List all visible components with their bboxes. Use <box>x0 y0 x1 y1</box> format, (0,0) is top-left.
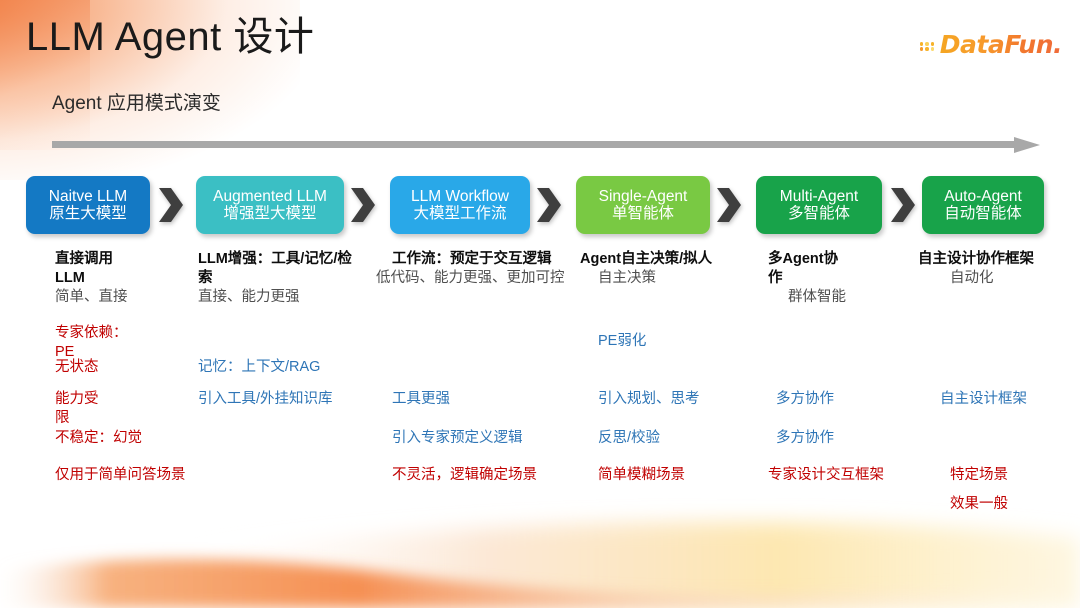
column-detail-line: 引入专家预定义逻辑 <box>392 430 523 446</box>
column-detail-line: 工具更强 <box>392 391 450 407</box>
column-subtitle: 直接、能力更强 <box>198 289 300 305</box>
stage-chip-label-en: LLM Workflow <box>411 187 509 205</box>
column-detail-line: 不稳定：幻觉 <box>55 430 142 446</box>
column-heading: 工作流：预定于交互逻辑 <box>392 251 552 267</box>
stage-chip-label-cn: 单智能体 <box>611 205 674 222</box>
column-heading: Agent自主决策/拟人 <box>580 251 713 267</box>
column-detail-line: 专家依赖： PE <box>55 325 128 360</box>
stage-chip-label-en: Auto-Agent <box>944 187 1022 205</box>
stage-chip-label-en: Multi-Agent <box>779 187 859 205</box>
column-heading: 自主设计协作框架 <box>918 251 1034 267</box>
brand-name: DataFun. <box>939 30 1063 59</box>
column-subtitle: 自动化 <box>950 270 994 286</box>
stage-detail-column-2: LLM增强：工具/记忆/检 索直接、能力更强记忆：上下文/RAG 引入工具/外挂知… <box>198 250 378 407</box>
column-detail-line: 多方协作 <box>776 391 834 407</box>
column-heading: LLM增强：工具/记忆/检 索 <box>198 251 352 286</box>
column-detail-line: PE弱化 <box>598 333 647 349</box>
stage-chip-label-en: Augmented LLM <box>213 187 327 205</box>
dots-icon <box>919 42 935 51</box>
stage-chip-label-en: Single-Agent <box>598 187 688 205</box>
stage-chip-label-cn: 增强型大模型 <box>223 205 317 222</box>
column-detail-line: 记忆：上下文/RAG <box>198 359 321 375</box>
column-detail-line: 仅用于简单问答场景 <box>55 467 186 483</box>
stage-detail-column-4: Agent自主决策/拟人自主决策 PE弱化引入规划、思考反思/校验简单模糊场景 <box>580 250 740 483</box>
chevron-right-icon <box>158 187 184 223</box>
column-subtitle: 群体智能 <box>788 289 846 305</box>
stage-detail-column-3: 工作流：预定于交互逻辑低代码、能力更强、更加可控工具更强引入专家预定义逻辑不灵活… <box>376 250 572 483</box>
stage-chip-label-cn: 大模型工作流 <box>413 205 507 222</box>
chevron-right-icon <box>536 187 562 223</box>
column-detail-line: 无状态 <box>55 359 99 375</box>
stage-chip-label-cn: 原生大模型 <box>49 205 127 222</box>
chevron-right-icon <box>716 187 742 223</box>
column-detail-line: 效果一般 <box>950 496 1008 512</box>
column-detail-line: 能力受 限 <box>55 391 99 426</box>
chevron-right-icon <box>350 187 376 223</box>
column-detail-line: 特定场景 <box>950 467 1008 483</box>
column-detail-line: 反思/校验 <box>598 430 661 446</box>
stage-chip-label-cn: 多智能体 <box>787 205 850 222</box>
column-subtitle: 低代码、能力更强、更加可控 <box>376 270 565 286</box>
right-arrow-icon <box>1014 137 1040 153</box>
column-subtitle: 自主决策 <box>598 270 656 286</box>
datafun-logo: DataFun. <box>919 30 1063 59</box>
column-detail-line: 多方协作 <box>776 430 834 446</box>
column-heading: 多Agent协 作 <box>768 251 839 286</box>
column-detail-line: 不灵活，逻辑确定场景 <box>392 467 537 483</box>
slide-subtitle: Agent 应用模式演变 <box>52 93 221 114</box>
column-detail-line: 引入规划、思考 <box>598 391 700 407</box>
stage-chip-label-en: Naitve LLM <box>48 187 128 205</box>
column-detail-line: 专家设计交互框架 <box>768 467 884 483</box>
page-title: LLM Agent 设计 <box>26 15 315 59</box>
column-detail-line: 简单模糊场景 <box>598 467 685 483</box>
stage-detail-column-5: 多Agent协 作群体智能多方协作多方协作专家设计交互框架 <box>768 250 908 483</box>
column-detail-line: 引入工具/外挂知识库 <box>198 391 333 407</box>
chevron-right-icon <box>890 187 916 223</box>
column-heading: 直接调用 LLM <box>55 251 113 286</box>
timeline-arrow <box>52 137 1040 153</box>
timeline-bar <box>52 141 1014 148</box>
stage-detail-column-6: 自主设计协作框架自动化自主设计框架特定场景效果一般 <box>918 250 1068 512</box>
column-detail-line: 自主设计框架 <box>940 391 1027 407</box>
column-subtitle: 简单、直接 <box>55 289 128 305</box>
stage-chip-label-cn: 自动智能体 <box>944 205 1022 222</box>
